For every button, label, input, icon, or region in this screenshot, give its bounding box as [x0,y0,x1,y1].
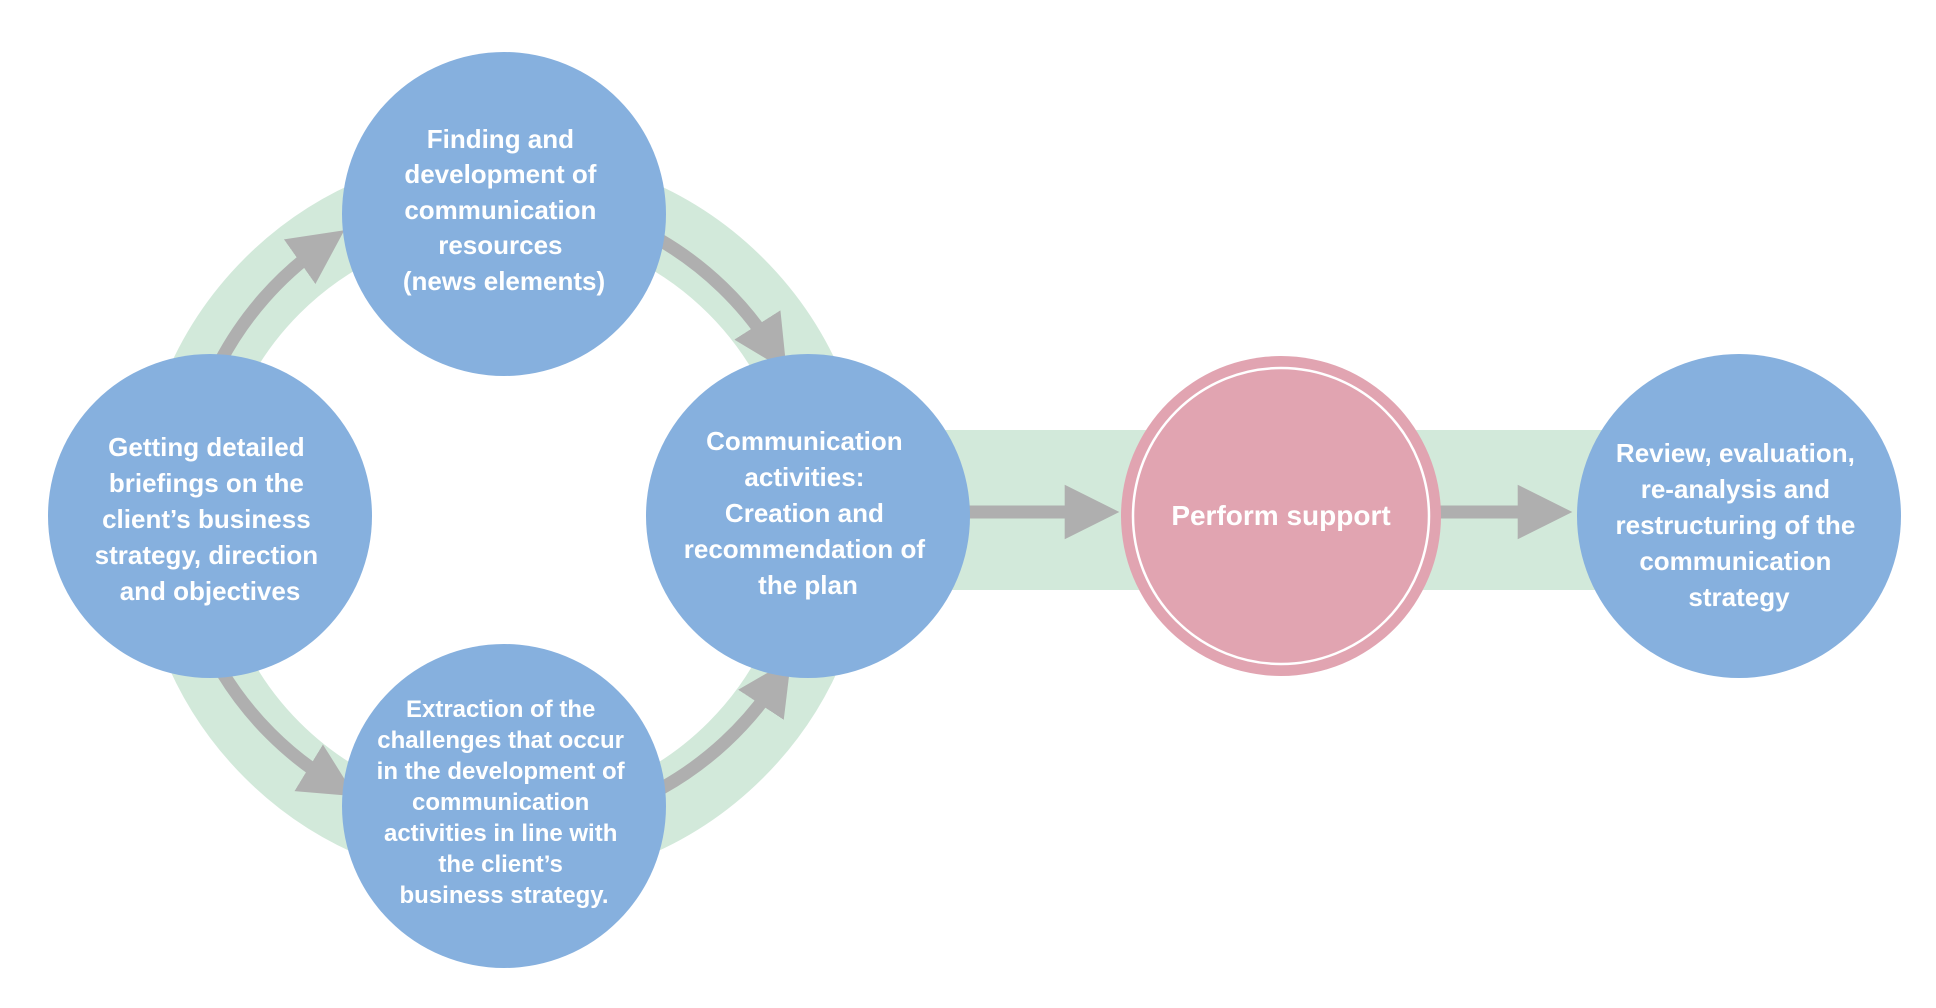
node-briefings-circle [48,354,372,678]
node-label-line: Communication [706,426,902,456]
node-label-line: Extraction of the [406,696,595,723]
node-finding-circle [342,52,666,376]
node-label-line: Perform support [1171,500,1390,531]
node-label-line: restructuring of the [1615,510,1855,540]
node-perform-label: Perform support [1171,500,1390,531]
node-label-line: recommendation of [684,534,926,564]
arrow-extraction-to-communication [658,659,792,794]
node-perform-inner-ring [1131,366,1431,666]
node-briefings-label: Getting detailed briefings on the client… [95,432,326,606]
node-label-line: Review, evaluation, [1616,438,1855,468]
node-label-line: communication [1639,546,1831,576]
node-label-line: strategy [1688,582,1790,612]
node-label-line: the plan [758,570,858,600]
node-communication-circle [646,354,970,678]
node-label-line: re-analysis and [1641,474,1830,504]
node-label-line: development of [404,159,596,189]
node-label-line: client’s business [102,504,311,534]
node-label-line: activities: [744,462,864,492]
node-label-line: challenges that occur [377,727,624,754]
node-label-line: Getting detailed [108,432,304,462]
node-review-label: Review, evaluation, re-analysis and rest… [1615,438,1862,612]
node-label-line: activities in line with [384,820,617,847]
arrow-briefings-to-extraction [216,668,356,797]
arrow-briefings-to-finding [214,230,345,366]
node-perform-circle [1121,356,1441,676]
arrow-finding-to-communication [656,234,787,372]
node-label-line: communication [404,195,596,225]
node-label-line: briefings on the [109,468,304,498]
node-label-line: and objectives [120,576,301,606]
node-label-line: (news elements) [403,266,605,296]
node-finding-label: Finding and development of communication… [403,124,605,296]
node-communication-label: Communication activities: Creation and r… [684,426,932,600]
node-label-line: communication [412,789,589,816]
node-label-line: business strategy. [400,882,609,909]
node-extraction-label: Extraction of the challenges that occur … [377,696,632,909]
node-extraction-circle [342,644,666,968]
node-label-line: in the development of [377,758,626,785]
node-label-line: resources [438,230,562,260]
node-review-circle [1577,354,1901,678]
node-label-line: Creation and [725,498,884,528]
node-label-line: the client’s [438,851,562,878]
node-label-line: strategy, direction [95,540,318,570]
node-label-line: Finding and [427,124,574,154]
